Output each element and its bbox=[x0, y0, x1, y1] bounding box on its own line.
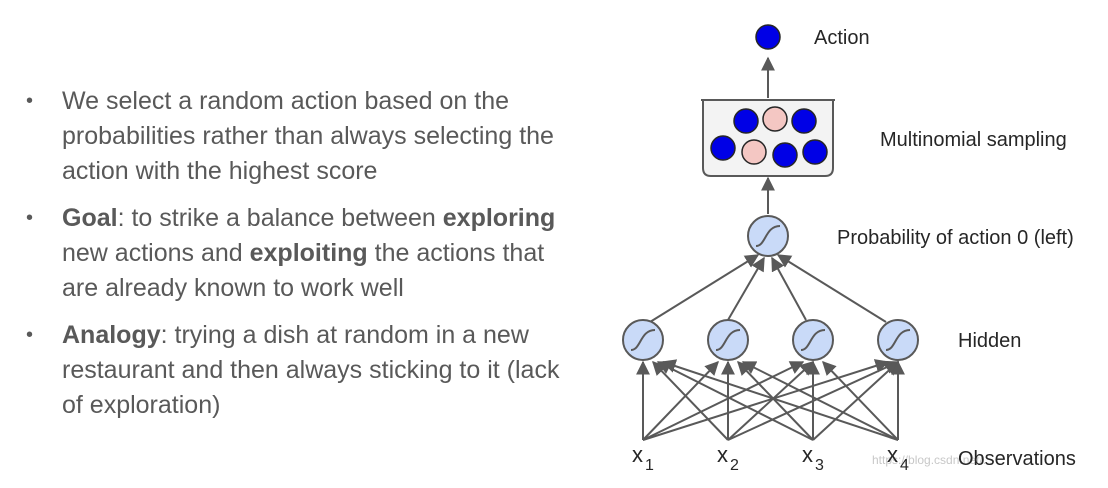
input-label: x bbox=[717, 442, 728, 467]
bullet-marker: • bbox=[26, 207, 34, 229]
action-ball bbox=[733, 108, 759, 134]
bullet-2-bold-exploiting: exploiting bbox=[249, 239, 368, 267]
input-label: x bbox=[632, 442, 643, 467]
input-label: x bbox=[887, 442, 898, 467]
bullet-marker: • bbox=[26, 90, 34, 112]
input-x1: x 1 bbox=[632, 442, 654, 474]
hidden-neuron bbox=[877, 319, 919, 361]
label-hidden: Hidden bbox=[958, 330, 1021, 352]
label-action: Action bbox=[814, 27, 870, 49]
action-ball bbox=[710, 135, 736, 161]
input-x4: x 4 bbox=[887, 442, 909, 474]
label-observations: Observations bbox=[958, 448, 1076, 470]
bullet-3-text: : trying a dish at random in a new resta… bbox=[62, 321, 560, 419]
bullet-2-text-b: new actions and bbox=[62, 239, 250, 267]
bullet-3-bold-analogy: Analogy bbox=[62, 321, 161, 349]
hidden-neuron bbox=[622, 319, 664, 361]
input-label: x bbox=[802, 442, 813, 467]
label-multinomial-sampling: Multinomial sampling bbox=[880, 129, 1067, 151]
bullet-2-bold-exploring: exploring bbox=[442, 204, 556, 232]
bullet-1-text: We select a random action based on the p… bbox=[62, 87, 554, 185]
bullet-2-text-a: : to strike a balance between bbox=[117, 204, 443, 232]
bullet-2-bold-goal: Goal bbox=[62, 204, 118, 232]
hidden-neuron bbox=[792, 319, 834, 361]
input-subscript: 1 bbox=[645, 457, 654, 474]
bullet-item-3: • Analogy: trying a dish at random in a … bbox=[24, 318, 584, 423]
bullet-2-text-c: the actions that are already known to wo… bbox=[62, 239, 545, 302]
action-ball bbox=[772, 142, 798, 168]
input-x3: x 3 bbox=[802, 442, 824, 474]
bullet-item-2: • Goal: to strike a balance between expl… bbox=[24, 201, 584, 306]
action-output-ball bbox=[755, 24, 781, 50]
hidden-layer bbox=[622, 319, 919, 361]
hidden-output-edges bbox=[649, 254, 887, 323]
bullet-list: • We select a random action based on the… bbox=[24, 84, 584, 435]
pink-ball bbox=[741, 139, 767, 165]
bullet-item-1: • We select a random action based on the… bbox=[24, 84, 584, 189]
label-probability: Probability of action 0 (left) bbox=[837, 227, 1074, 249]
action-ball bbox=[791, 108, 817, 134]
input-hidden-edges bbox=[636, 359, 905, 441]
action-ball bbox=[802, 139, 828, 165]
watermark: https://blog.csdn.net/... bbox=[872, 453, 993, 467]
pink-ball bbox=[762, 106, 788, 132]
input-subscript: 3 bbox=[815, 457, 824, 474]
hidden-neuron bbox=[707, 319, 749, 361]
sampling-box bbox=[701, 99, 835, 177]
input-subscript: 4 bbox=[900, 457, 909, 474]
bullet-marker: • bbox=[26, 324, 34, 346]
input-subscript: 2 bbox=[730, 457, 739, 474]
output-neuron bbox=[747, 215, 789, 257]
input-x2: x 2 bbox=[717, 442, 739, 474]
